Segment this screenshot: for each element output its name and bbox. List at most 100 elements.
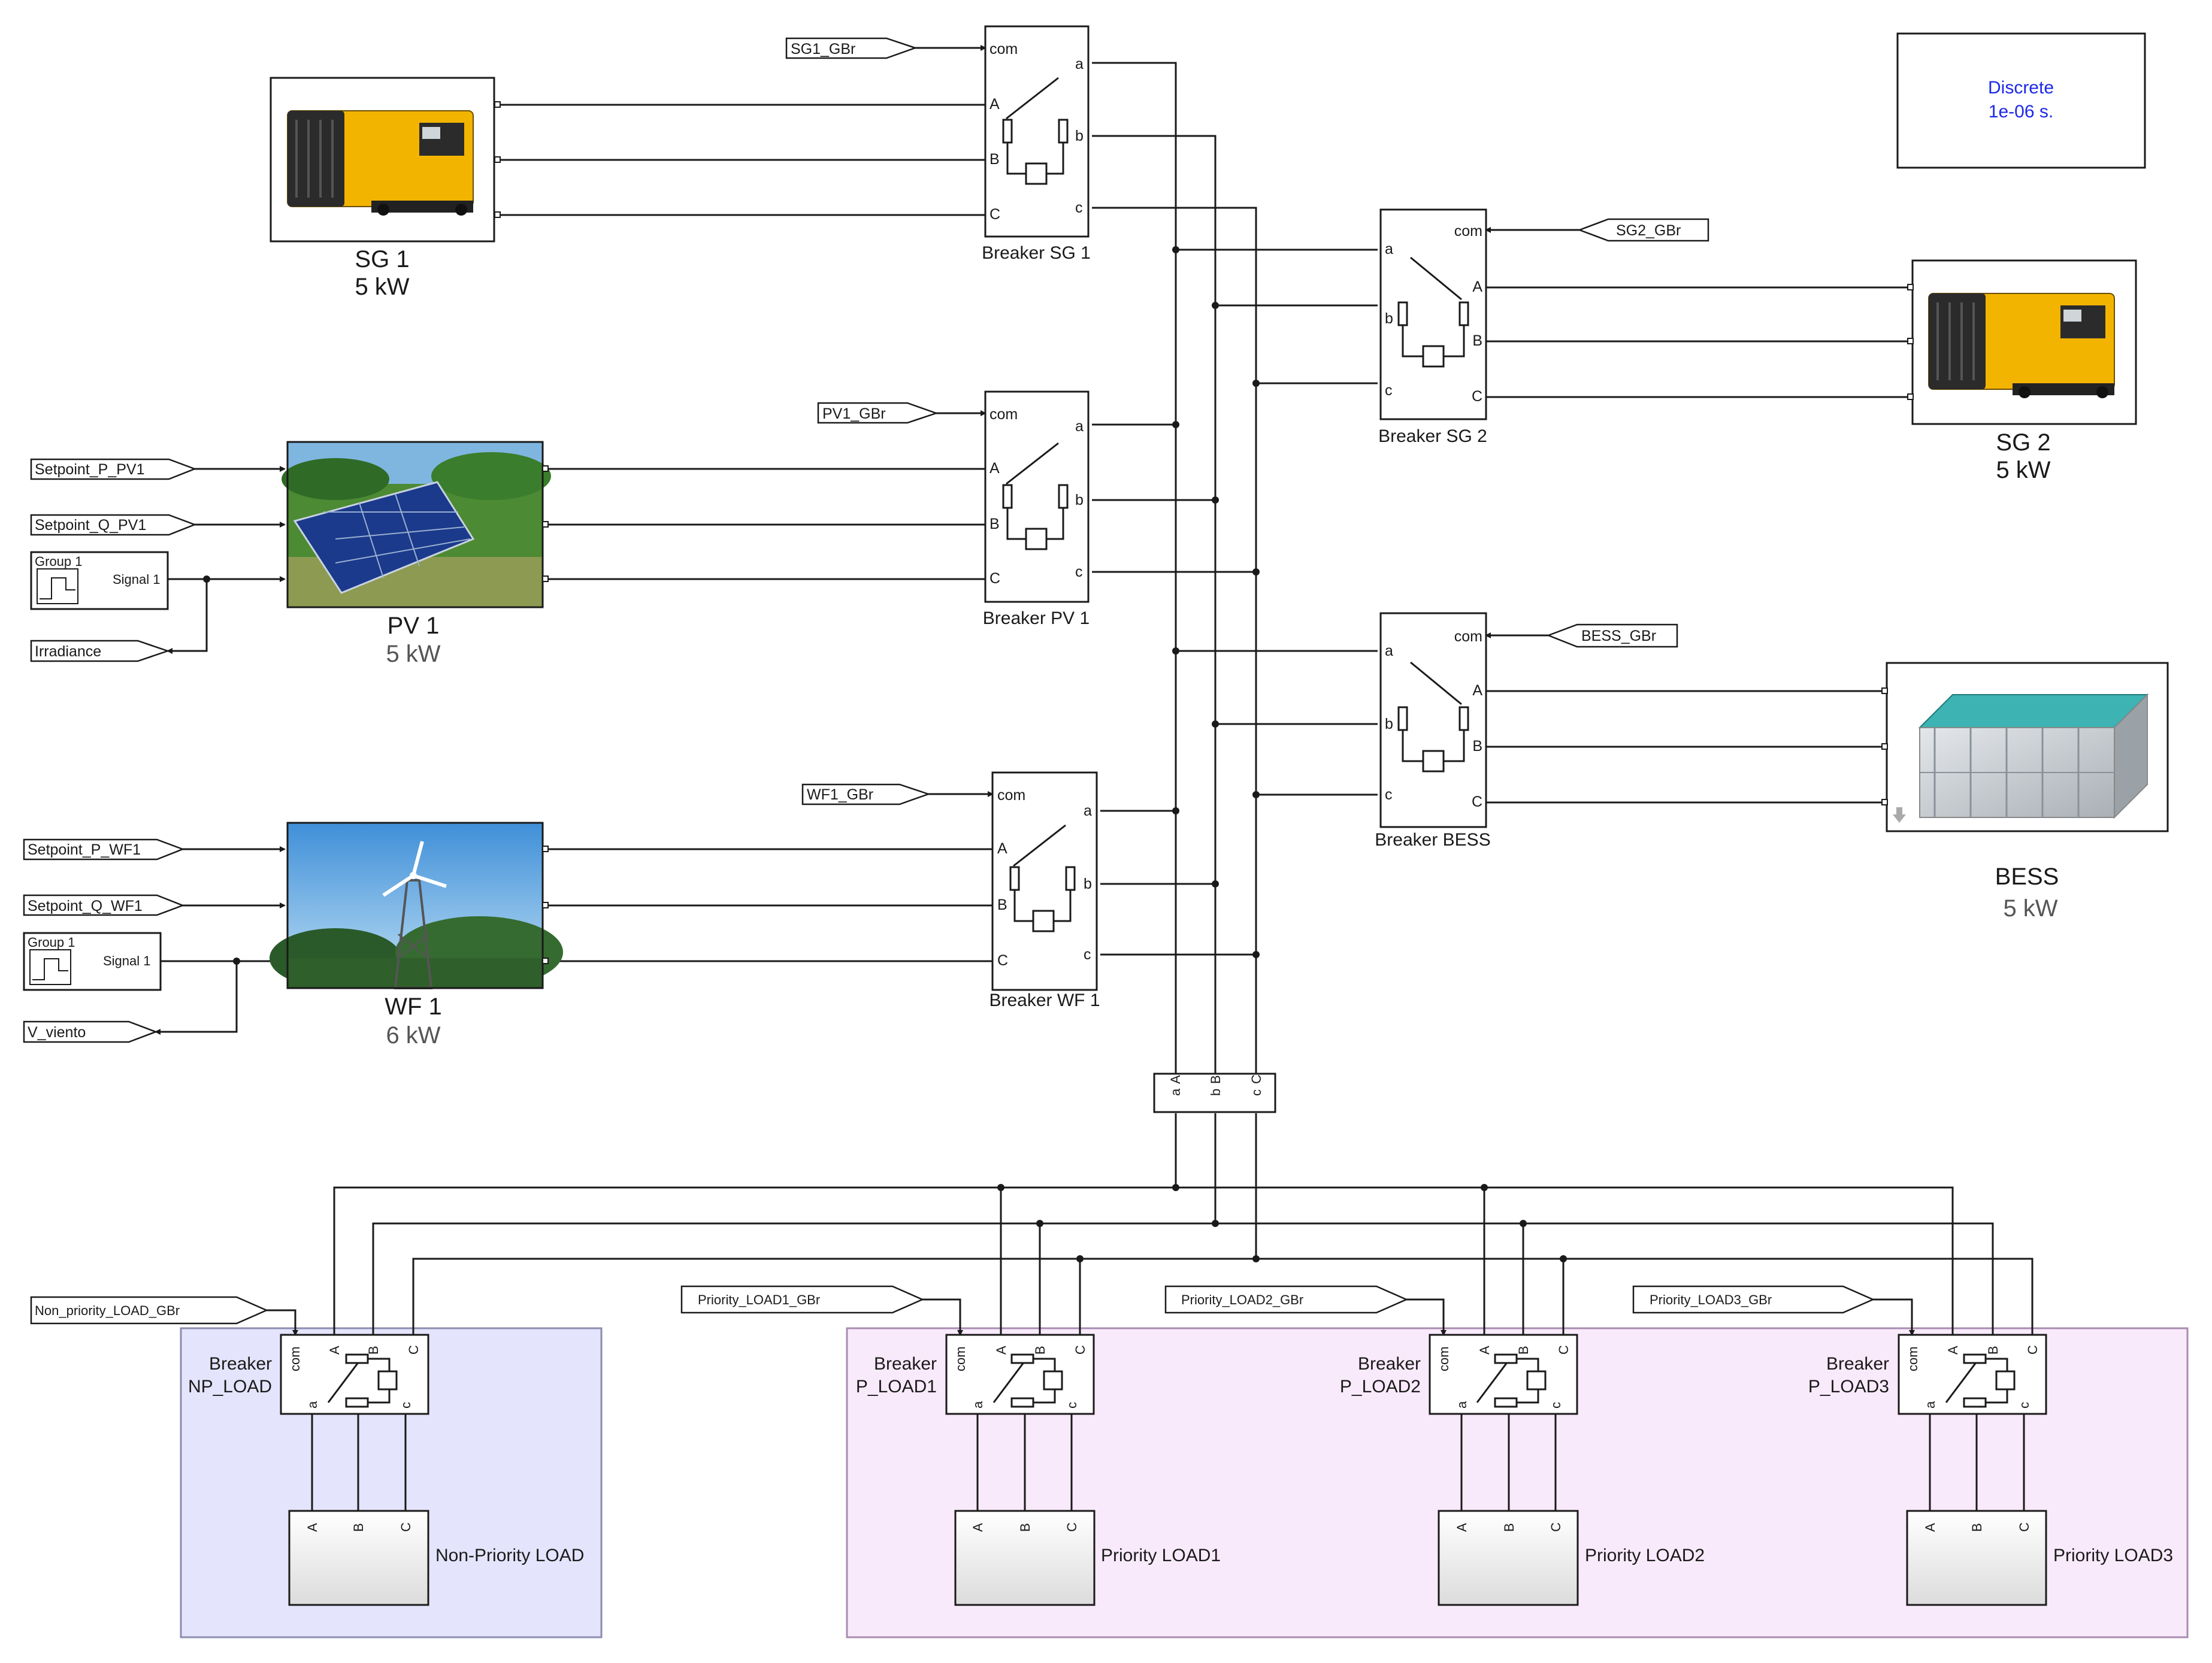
load-p2-label: Priority LOAD2 xyxy=(1585,1546,1705,1565)
breaker-switch-icon xyxy=(1002,442,1069,550)
signal-builder-pv[interactable]: Group 1 Signal 1 xyxy=(30,551,169,610)
tag-wf1[interactable]: WF1_GBr xyxy=(801,783,931,805)
port-C: C xyxy=(1073,1345,1088,1355)
signal-label: Signal 1 xyxy=(103,953,151,968)
breaker-pv1[interactable]: com A B C a b c xyxy=(984,390,1090,603)
port-C: C xyxy=(997,952,1008,969)
port-b: b xyxy=(1075,492,1084,508)
port-B: B xyxy=(366,1346,381,1355)
bus-connector-block[interactable]: a A b B c C xyxy=(1153,1073,1276,1113)
port-c: c xyxy=(1385,786,1393,803)
breaker-bess[interactable]: com A B C a b c xyxy=(1379,612,1487,828)
breaker-p-load1[interactable]: com A B C a b c xyxy=(945,1334,1095,1415)
load-p2[interactable]: A B C xyxy=(1438,1510,1579,1606)
breaker-p-load1-label-1: Breaker xyxy=(874,1354,937,1374)
tag-sg2[interactable]: SG2_GBr xyxy=(1577,218,1709,242)
input-setpoint-p-pv1-label: Setpoint_P_PV1 xyxy=(35,461,144,478)
port-C: C xyxy=(1548,1522,1563,1532)
tag-p1-label: Priority_LOAD1_GBr xyxy=(698,1292,820,1307)
input-setpoint-p-wf1-label: Setpoint_P_WF1 xyxy=(28,841,141,858)
port-c: c xyxy=(1075,199,1083,216)
sg2-rating: 5 kW xyxy=(1996,457,2050,483)
output-irradiance[interactable]: Irradiance xyxy=(30,640,170,662)
port-B: B xyxy=(1472,738,1482,755)
tag-p-load2[interactable]: Priority_LOAD2_GBr xyxy=(1164,1285,1409,1314)
signal-builder-icon xyxy=(29,949,71,985)
tag-pv1[interactable]: PV1_GBr xyxy=(817,402,939,424)
input-setpoint-q-wf1[interactable]: Setpoint_Q_WF1 xyxy=(23,894,185,916)
breaker-p-load3[interactable]: com A B C a b c xyxy=(1898,1334,2047,1415)
input-setpoint-q-pv1[interactable]: Setpoint_Q_PV1 xyxy=(30,514,197,536)
port-c: c xyxy=(2017,1402,2032,1408)
port-a: a xyxy=(1075,56,1084,72)
breaker-p-load2[interactable]: com A B C a b c xyxy=(1429,1334,1578,1415)
breaker-switch-icon xyxy=(1002,77,1069,185)
wf1-name: WF 1 xyxy=(385,993,442,1020)
port-C: C xyxy=(990,570,1000,587)
input-setpoint-q-wf1-label: Setpoint_Q_WF1 xyxy=(28,898,143,914)
breaker-sg1[interactable]: com A B C a b c xyxy=(984,25,1090,238)
solar-panel-icon xyxy=(282,442,551,607)
sg2-block[interactable] xyxy=(1907,259,2137,425)
port-c: c xyxy=(1249,1089,1264,1096)
port-A: A xyxy=(997,840,1007,857)
breaker-wf1-label: Breaker WF 1 xyxy=(989,990,1100,1010)
breaker-p-load2-label-2: P_LOAD2 xyxy=(1340,1377,1421,1397)
signal-group-label: Group 1 xyxy=(28,935,75,950)
breaker-np-load[interactable]: com A B C a b c xyxy=(280,1334,429,1415)
wf1-block[interactable] xyxy=(270,822,563,989)
port-A: A xyxy=(970,1523,985,1532)
port-a: a xyxy=(1454,1401,1469,1408)
port-com: com xyxy=(1905,1346,1920,1371)
load-np-label: Non-Priority LOAD xyxy=(435,1546,584,1565)
tag-bess[interactable]: BESS_GBr xyxy=(1546,623,1678,648)
down-arrow-icon xyxy=(1893,807,1906,823)
load-p1[interactable]: A B C xyxy=(954,1510,1096,1606)
tag-sg1[interactable]: SG1_GBr xyxy=(785,37,918,59)
port-A: A xyxy=(1945,1346,1960,1355)
tag-p-load1[interactable]: Priority_LOAD1_GBr xyxy=(680,1285,925,1314)
port-com: com xyxy=(288,1346,302,1371)
port-A: A xyxy=(1168,1075,1183,1084)
breaker-wf1[interactable]: com A B C a b c xyxy=(991,771,1098,991)
port-C: C xyxy=(1472,793,1482,810)
wf1-rating: 6 kW xyxy=(386,1022,440,1049)
port-C: C xyxy=(1064,1522,1079,1532)
tag-wf1-label: WF1_GBr xyxy=(807,786,873,803)
port-c: c xyxy=(398,1402,413,1408)
port-C: C xyxy=(406,1345,421,1355)
breaker-p-load3-label-2: P_LOAD3 xyxy=(1808,1377,1889,1397)
signal-label: Signal 1 xyxy=(113,572,161,587)
signal-builder-wf[interactable]: Group 1 Signal 1 xyxy=(23,932,162,991)
bess-block[interactable] xyxy=(1881,662,2169,832)
powergui-solver-block[interactable]: Discrete 1e-06 s. xyxy=(1896,32,2146,169)
breaker-bess-label: Breaker BESS xyxy=(1375,830,1490,850)
pv1-name: PV 1 xyxy=(388,613,440,639)
pv1-rating: 5 kW xyxy=(386,641,440,667)
input-setpoint-p-wf1[interactable]: Setpoint_P_WF1 xyxy=(23,838,185,861)
bess-name: BESS xyxy=(1995,864,2059,890)
port-A: A xyxy=(994,1346,1009,1355)
pv1-block[interactable] xyxy=(282,441,551,608)
tag-np-load[interactable]: Non_priority_LOAD_GBr xyxy=(30,1296,269,1325)
input-setpoint-p-pv1[interactable]: Setpoint_P_PV1 xyxy=(30,458,197,480)
breaker-sg2[interactable]: com A B C a b c xyxy=(1379,208,1487,420)
port-B: B xyxy=(1033,1346,1048,1355)
output-v-viento-label: V_viento xyxy=(28,1024,86,1041)
sg1-block[interactable] xyxy=(270,77,501,243)
port-b: b xyxy=(1385,716,1393,732)
port-B: B xyxy=(990,516,1000,532)
port-c: c xyxy=(1548,1402,1563,1408)
load-p3[interactable]: A B C xyxy=(1906,1510,2047,1606)
port-a: a xyxy=(1923,1401,1938,1408)
port-A: A xyxy=(1472,278,1482,295)
tag-p-load3[interactable]: Priority_LOAD3_GBr xyxy=(1632,1285,1875,1314)
port-com: com xyxy=(990,41,1018,57)
load-np[interactable]: A B C xyxy=(288,1510,429,1606)
output-irradiance-label: Irradiance xyxy=(35,643,101,660)
output-v-viento[interactable]: V_viento xyxy=(23,1020,158,1043)
port-A: A xyxy=(990,460,1000,477)
port-A: A xyxy=(327,1346,342,1355)
port-b: b xyxy=(1084,876,1092,892)
